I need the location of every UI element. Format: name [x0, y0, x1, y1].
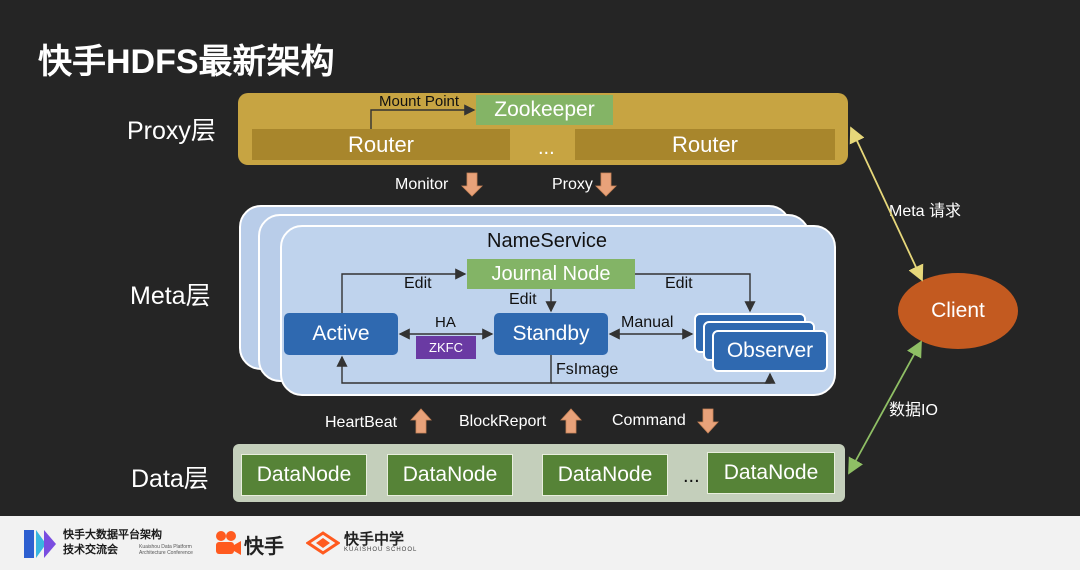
school-logo-icon — [306, 531, 340, 555]
manual-label: Manual — [621, 314, 674, 331]
slide-title: 快手HDFS最新架构 — [38, 43, 335, 81]
monitor-arrow — [461, 172, 483, 197]
footer-bar — [0, 516, 1080, 570]
heartbeat-label: HeartBeat — [325, 414, 398, 431]
edit-label-standby: Edit — [509, 291, 537, 308]
conference-title: 快手大数据平台架构 技术交流会 — [63, 528, 162, 558]
fsimage-label: FsImage — [556, 361, 619, 378]
journal-node-box: Journal Node — [467, 259, 635, 289]
meta-request-label: Meta 请求 — [889, 203, 962, 220]
conference-subtitle-line2: Architecture Conference — [139, 550, 193, 556]
conference-title-line2: 技术交流会 — [63, 544, 118, 556]
conference-logo-icon — [24, 530, 56, 558]
datanode-4: DataNode — [707, 452, 835, 494]
nameservice-title: NameService — [487, 230, 608, 252]
edit-label-observer: Edit — [665, 275, 693, 292]
observer-namenode: Observer — [712, 330, 828, 372]
router-box-2: Router — [575, 129, 835, 160]
datanode-ellipsis: ... — [683, 465, 700, 487]
school-name-en: KUAISHOU SCHOOL — [344, 547, 418, 553]
zkfc-box: ZKFC — [416, 336, 476, 359]
data-layer-label: Data层 — [131, 465, 209, 493]
router-box-1: Router — [252, 129, 510, 160]
conference-title-line1: 快手大数据平台架构 — [63, 529, 162, 541]
active-namenode: Active — [284, 313, 398, 355]
client-node: Client — [898, 273, 1018, 349]
data-io-label: 数据IO — [889, 402, 938, 419]
blockreport-label: BlockReport — [459, 413, 547, 430]
proxy-label: Proxy — [552, 176, 593, 193]
blockreport-arrow — [560, 408, 582, 434]
datanode-1: DataNode — [241, 454, 367, 496]
kuaishou-logo-icon — [216, 531, 241, 555]
conference-subtitle-line1: Kuaishou Data Platform — [139, 544, 192, 550]
command-label: Command — [612, 412, 686, 429]
command-arrow — [697, 408, 719, 434]
monitor-label: Monitor — [395, 176, 449, 193]
mount-point-label: Mount Point — [379, 93, 460, 110]
standby-namenode: Standby — [494, 313, 608, 355]
zookeeper-box: Zookeeper — [476, 95, 613, 125]
kuaishou-brand: 快手 — [244, 536, 284, 558]
school-name: 快手中学 — [344, 531, 405, 548]
router-ellipsis: ... — [538, 137, 555, 159]
proxy-layer-label: Proxy层 — [127, 117, 216, 145]
edit-label-active: Edit — [404, 275, 432, 292]
heartbeat-arrow — [410, 408, 432, 434]
datanode-2: DataNode — [387, 454, 513, 496]
meta-layer-label: Meta层 — [130, 282, 211, 310]
datanode-3: DataNode — [542, 454, 668, 496]
conference-subtitle: Kuaishou Data Platform Architecture Conf… — [139, 544, 193, 556]
proxy-arrow — [595, 172, 617, 197]
ha-label: HA — [435, 314, 456, 331]
